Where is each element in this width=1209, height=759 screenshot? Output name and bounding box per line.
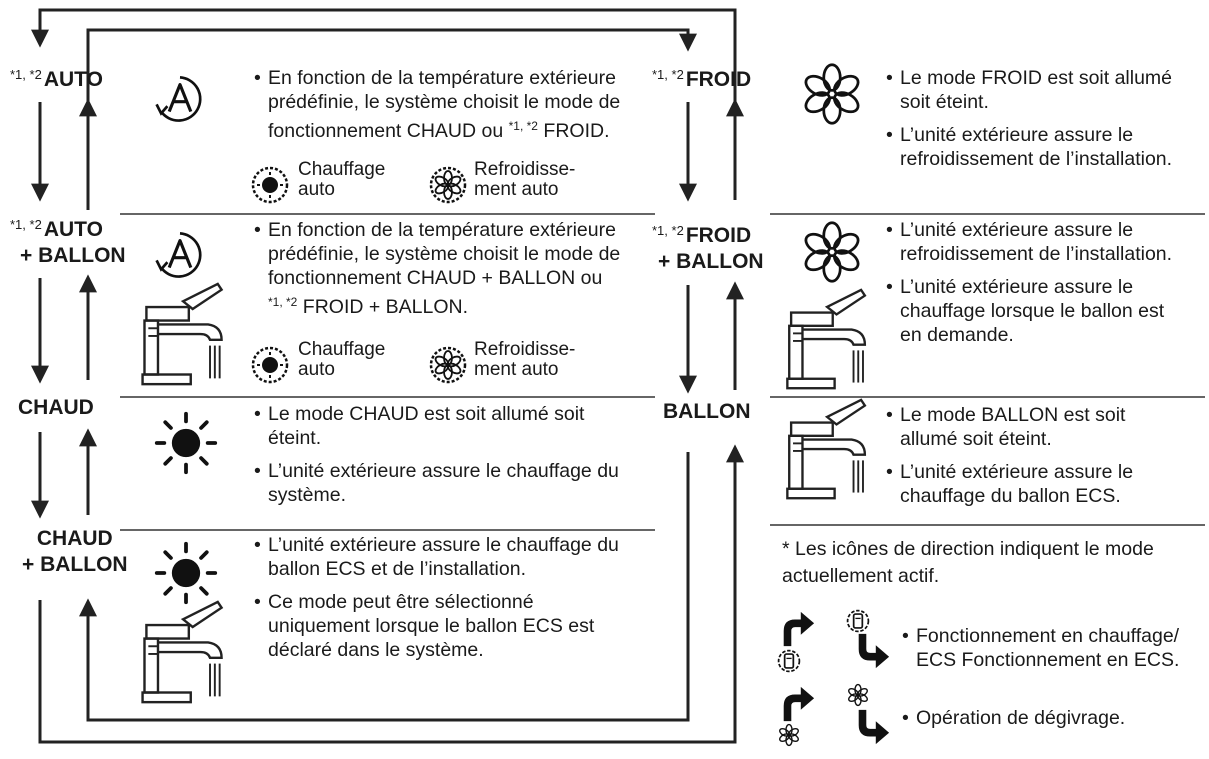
loop-arrow-bottom-outer [38,444,744,744]
mode-label-ballon: BALLON [663,400,751,423]
heating-direction-icon [858,633,890,669]
snowflake-icon [801,63,863,125]
heating-auto-icon [251,166,289,204]
description-froid: Le mode FROID est soit allumé soit étein… [886,66,1206,180]
description-bullet: Opération de dégivrage. [902,706,1207,730]
tank-direction-icon [846,609,870,633]
mode-label-chaud: CHAUD [18,396,94,419]
mode-label-auto: *1, *2AUTO [10,67,103,91]
description-bullet: Fonctionnement en chauffage/ ECS Fonctio… [902,624,1207,672]
defrost-direction-icon [846,683,870,707]
heating-auto-icon [251,346,289,384]
faucet-icon [786,288,867,390]
description-auto: En fonction de la température extérieure… [254,66,654,152]
mode-label-chaud-ballon: CHAUD + BALLON [22,527,128,576]
description-bullet: Le mode FROID est soit allumé soit étein… [886,66,1206,114]
description-froid-ballon: L’unité extérieure assure le refroidisse… [886,218,1206,356]
description-bullet: En fonction de la température extérieure… [254,218,654,319]
description-bullet: Le mode BALLON est soit allumé soit étei… [886,403,1206,451]
faucet-icon [786,398,867,500]
mode-label-froid: *1, *2FROID [652,67,752,91]
heating-direction-icon [783,611,815,647]
description-bullet: L’unité extérieure assure le chauffage l… [886,275,1206,347]
description-bullet: Ce mode peut être sélectionné uniquement… [254,590,654,662]
defrost-direction-icon [777,723,801,747]
description-chaud: Le mode CHAUD est soit allumé soit étein… [254,402,654,516]
direction-note-title: * Les icônes de direction indiquent le m… [782,538,1154,587]
description-bullet: L’unité extérieure assure le chauffage d… [254,533,654,581]
sun-icon [154,541,218,605]
auto-mode-icon [155,231,202,279]
mode-label-froid-ballon: *1, *2FROID + BALLON [652,223,764,273]
cooling-auto-icon [429,346,467,384]
sublabel-heating-auto: Chauffage auto [298,339,386,380]
description-auto-ballon: En fonction de la température extérieure… [254,218,654,328]
tank-direction-icon [777,649,801,673]
description-chaud-ballon: L’unité extérieure assure le chauffage d… [254,533,654,671]
snowflake-icon [801,221,863,283]
sublabel-heating-auto: Chauffage auto [298,159,386,200]
description-bullet: L’unité extérieure assure le chauffage d… [886,460,1206,508]
sublabel-cooling-auto: Refroidisse- ment auto [474,339,576,380]
direction-note-defrost: Opération de dégivrage. [902,706,1207,739]
description-bullet: L’unité extérieure assure le refroidisse… [886,123,1206,171]
faucet-icon [141,282,223,386]
description-ballon: Le mode BALLON est soit allumé soit étei… [886,403,1206,517]
description-bullet: En fonction de la température extérieure… [254,66,654,143]
sublabel-cooling-auto: Refroidisse- ment auto [474,159,576,200]
faucet-icon [141,600,223,704]
mode-label-auto-ballon: *1, *2AUTO + BALLON [10,217,126,267]
cooling-auto-icon [429,166,467,204]
loop-arrow-bottom-inner [79,452,690,722]
direction-note-heating: Fonctionnement en chauffage/ ECS Fonctio… [902,624,1207,681]
sun-icon [154,411,218,475]
defrost-direction-icon [783,686,815,722]
auto-mode-icon [155,75,202,123]
description-bullet: L’unité extérieure assure le chauffage d… [254,459,654,507]
description-bullet: Le mode CHAUD est soit allumé soit étein… [254,402,654,450]
defrost-direction-icon [858,709,890,745]
description-bullet: L’unité extérieure assure le refroidisse… [886,218,1206,266]
